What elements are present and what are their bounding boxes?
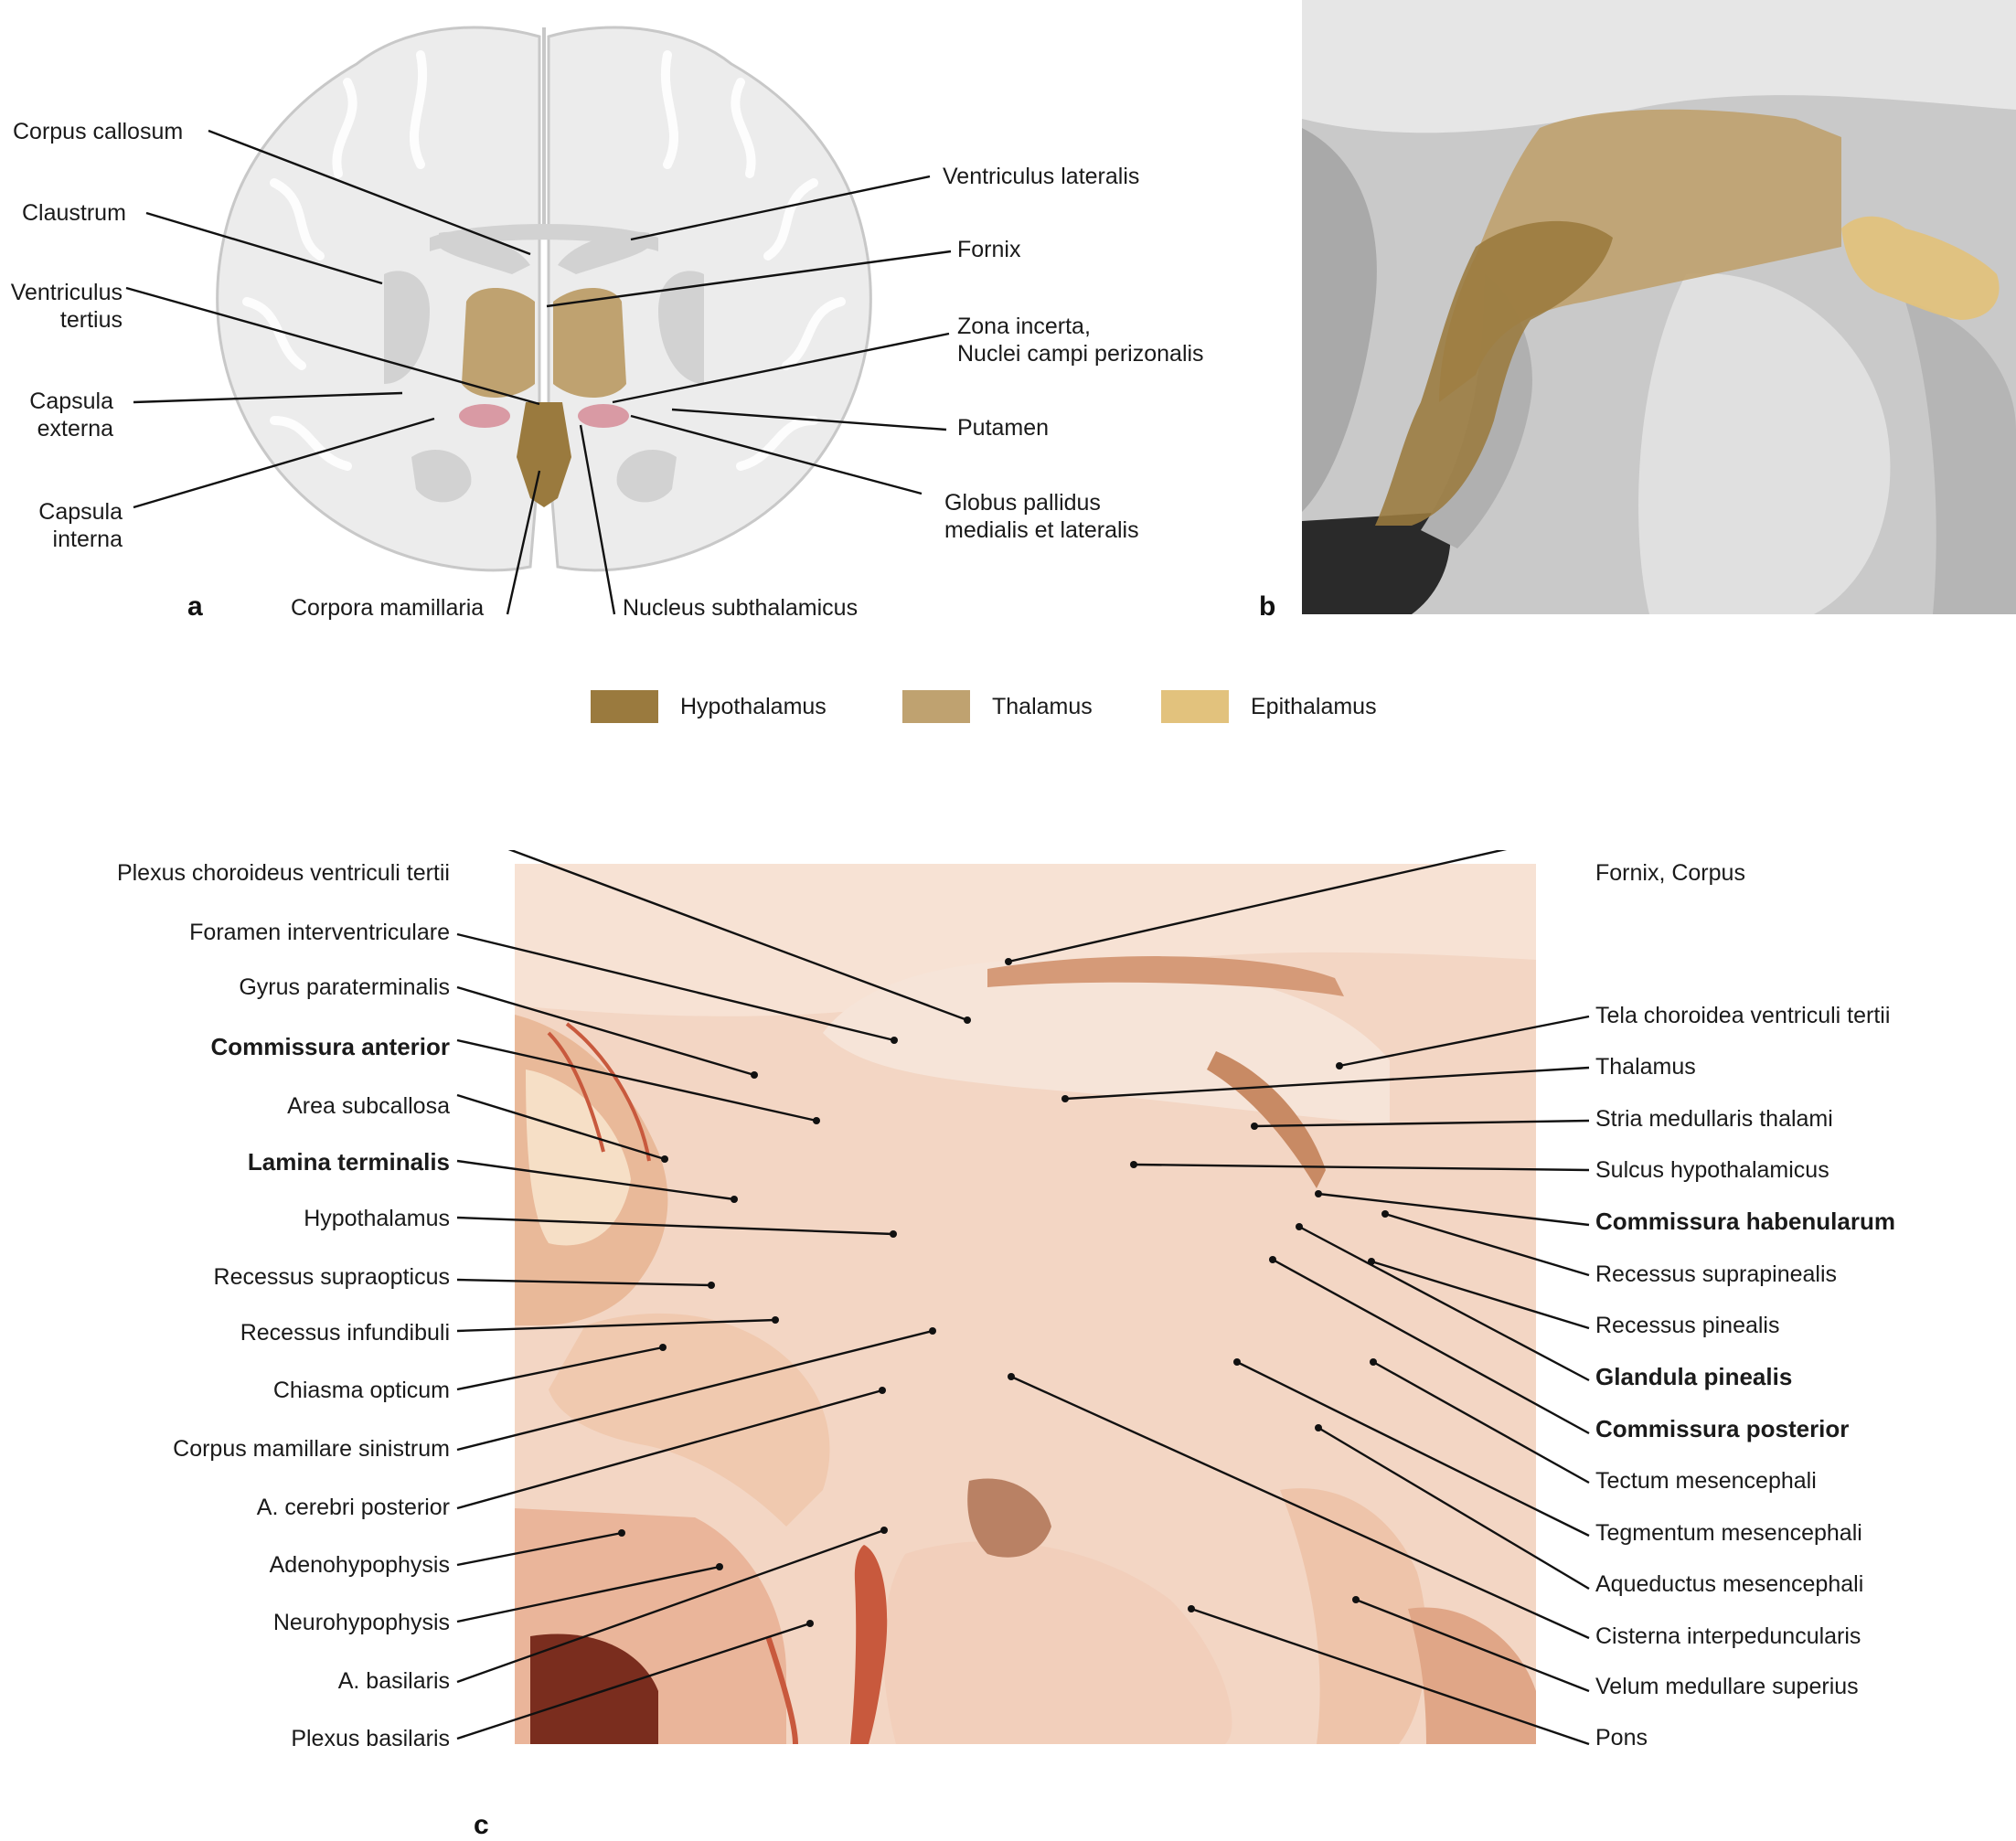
label-c-left-3: Commissura anterior	[210, 1033, 450, 1060]
legend-swatch-epithalamus	[1161, 690, 1229, 723]
right-hemisphere	[547, 26, 872, 572]
label-c-right-11: Tegmentum mesencephali	[1595, 1520, 1862, 1546]
label-c-right-15: Pons	[1595, 1725, 1648, 1751]
legend-swatch-thalamus	[902, 690, 970, 723]
label-c-right-0: Fornix, Corpus	[1595, 860, 1745, 886]
panel-a-coronal-diagram	[125, 26, 952, 615]
label-claustrum: Claustrum	[22, 200, 126, 226]
label-c-left-13: Neurohypophysis	[272, 1610, 450, 1635]
label-c-left-11: A. cerebri posterior	[256, 1495, 450, 1520]
corpus-callosum-shape	[430, 224, 658, 251]
label-c-right-9: Commissura posterior	[1595, 1415, 1850, 1442]
nucleus-subthalamicus-shape	[459, 404, 510, 428]
legend-thalamus: Thalamus	[902, 690, 1093, 723]
hypothalamus-overlay	[1375, 220, 1613, 527]
epithalamus-overlay	[1841, 216, 2000, 320]
label-c-left-1: Foramen interventriculare	[189, 920, 450, 945]
label-c-left-7: Recessus supraopticus	[213, 1264, 450, 1290]
panel-b-sagittal-photo	[1302, 0, 2016, 614]
label-putamen: Putamen	[957, 415, 1050, 441]
label-ventriculus-lateralis: Ventriculus lateralis	[943, 164, 1140, 189]
label-c-right-1: Tela choroidea ventriculi tertii	[1595, 1003, 1891, 1028]
panel-c-dissection-photo	[456, 850, 1590, 1746]
label-capsula-externa: Capsula externa	[29, 388, 113, 442]
thalamus-shape	[462, 288, 535, 398]
label-c-left-14: A. basilaris	[337, 1668, 450, 1694]
label-c-left-0: Plexus choroideus ventriculi tertii	[116, 860, 450, 886]
label-c-left-8: Recessus infundibuli	[240, 1320, 450, 1346]
label-c-right-13: Cisterna interpeduncularis	[1595, 1623, 1861, 1649]
label-c-right-3: Stria medullaris thalami	[1595, 1106, 1833, 1132]
label-ventriculus-tertius: Ventriculus tertius	[10, 280, 123, 333]
label-c-right-8: Glandula pinealis	[1595, 1363, 1793, 1390]
label-c-left-5: Lamina terminalis	[247, 1148, 450, 1176]
label-c-left-6: Hypothalamus	[304, 1206, 450, 1231]
legend-hypothalamus: Hypothalamus	[591, 690, 827, 723]
label-c-left-2: Gyrus paraterminalis	[239, 974, 450, 1000]
legend-swatch-hypothalamus	[591, 690, 658, 723]
label-capsula-interna: Capsula interna	[38, 499, 123, 552]
legend-label-hypothalamus: Hypothalamus	[680, 693, 827, 719]
label-nucleus-subthalamicus: Nucleus subthalamicus	[623, 595, 859, 621]
panel-letter-c: c	[474, 1810, 489, 1840]
label-c-left-10: Corpus mamillare sinistrum	[173, 1436, 450, 1462]
label-c-left-12: Adenohypophysis	[269, 1552, 450, 1578]
label-c-left-9: Chiasma opticum	[272, 1378, 450, 1403]
label-c-right-12: Aqueductus mesencephali	[1595, 1571, 1864, 1597]
label-c-right-4: Sulcus hypothalamicus	[1595, 1157, 1829, 1183]
label-corpus-callosum: Corpus callosum	[13, 119, 184, 144]
legend-label-epithalamus: Epithalamus	[1251, 693, 1377, 719]
panel-letter-a: a	[187, 591, 203, 622]
label-c-right-2: Thalamus	[1595, 1054, 1696, 1080]
label-fornix: Fornix	[957, 237, 1021, 262]
label-zona-incerta: Zona incerta, Nuclei campi perizonalis	[957, 314, 1204, 367]
label-globus-pallidus: Globus pallidus medialis et lateralis	[944, 490, 1139, 543]
panel-letter-b: b	[1259, 591, 1276, 622]
legend-epithalamus: Epithalamus	[1161, 690, 1377, 723]
label-c-right-10: Tectum mesencephali	[1595, 1468, 1817, 1494]
label-corpora-mamillaria: Corpora mamillaria	[291, 595, 485, 621]
label-c-right-14: Velum medullare superius	[1595, 1674, 1859, 1699]
label-c-left-15: Plexus basilaris	[291, 1726, 450, 1751]
ventriculus-lateralis-shape	[439, 231, 530, 274]
thalamus-overlay	[1439, 109, 1841, 402]
hypothalamus-shape	[517, 402, 571, 507]
legend-label-thalamus: Thalamus	[992, 693, 1093, 719]
label-c-right-6: Recessus suprapinealis	[1595, 1261, 1838, 1287]
label-c-left-4: Area subcallosa	[287, 1093, 450, 1119]
label-c-right-5: Commissura habenularum	[1595, 1208, 1895, 1235]
label-c-right-7: Recessus pinealis	[1595, 1313, 1780, 1338]
